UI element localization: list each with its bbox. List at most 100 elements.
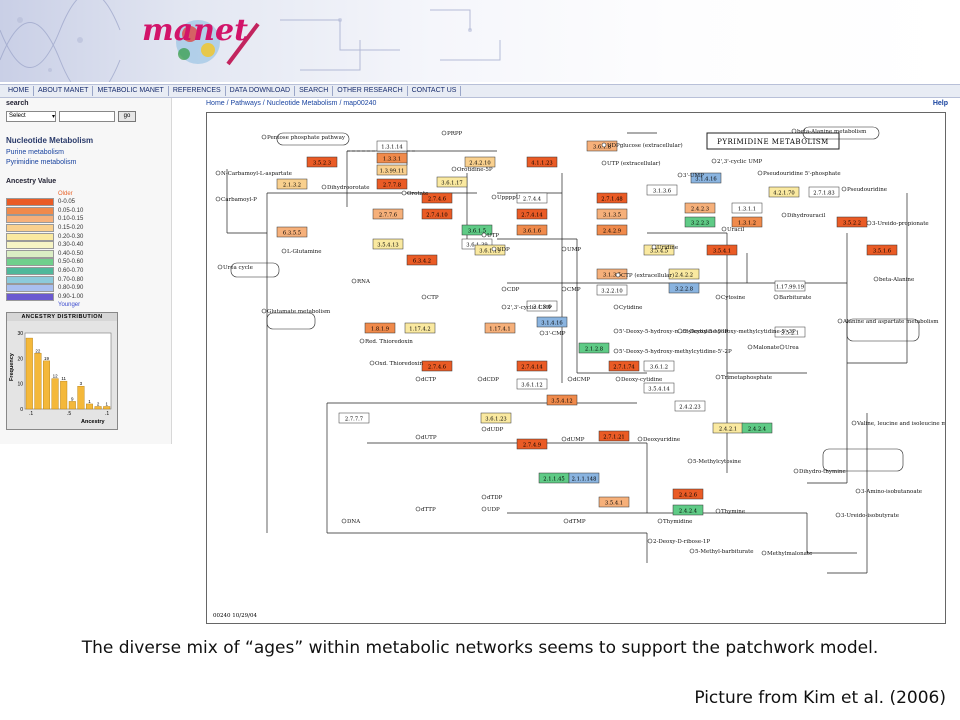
nav-item-references[interactable]: REFERENCES [169, 86, 226, 96]
legend-row: 0.70-0.80 [6, 275, 83, 284]
compound-node [477, 376, 483, 382]
legend-swatch [6, 232, 54, 241]
compound-label: Pseudouridine 5'-phosphate [763, 171, 841, 177]
enzyme-box-rect [643, 244, 675, 256]
compound-label: 3-Ureido-propionate [872, 221, 929, 227]
enzyme-box: 2.7.4.14 [516, 360, 548, 372]
legend-older-label: Older [58, 191, 73, 197]
nav-item-contact-us[interactable]: CONTACT US [408, 86, 462, 96]
legend-swatch [6, 258, 54, 267]
enzyme-box-rect [646, 184, 678, 196]
enzyme-label: 3.6.1.2 [650, 364, 668, 370]
enzyme-box: 2.4.2.4 [741, 422, 773, 434]
compound-node [677, 328, 683, 334]
legend-swatch [6, 241, 54, 250]
nav-item-other-research[interactable]: OTHER RESEARCH [333, 86, 408, 96]
compound-node [261, 134, 267, 140]
go-button[interactable]: go [118, 110, 136, 122]
histogram-bar [43, 360, 51, 410]
sidebar-link-pyrimidine[interactable]: Pyrimidine metabolism [6, 159, 77, 166]
enzyme-label: 2.4.2.6 [679, 492, 697, 498]
enzyme-box: 3.5.4.5 [643, 244, 675, 256]
enzyme-box: 6.3.4.2 [406, 254, 438, 266]
slide-caption: The diverse mix of “ages” within metabol… [81, 638, 879, 658]
enzyme-box-rect [668, 282, 700, 294]
breadcrumb[interactable]: Home / Pathways / Nucleotide Metabolism … [206, 100, 377, 107]
enzyme-box: 2.4.2.1 [712, 422, 744, 434]
enzyme-box-rect [436, 176, 468, 188]
enzyme-box: 3.2.2.10 [596, 284, 628, 296]
enzyme-box-rect [474, 244, 506, 256]
enzyme-box: 3.1.4.16 [536, 316, 568, 328]
compound-node [873, 276, 879, 282]
compound-label: Pentose phosphate pathway [267, 135, 346, 141]
compound-node [601, 160, 607, 166]
manet-logo[interactable]: manet [138, 4, 278, 78]
compound-node [215, 170, 221, 176]
enzyme-label: 3.6.1.19 [479, 248, 500, 254]
legend-row: 0.20-0.30 [6, 232, 83, 241]
enzyme-box: 2.7.4.6 [421, 192, 453, 204]
pathway-lines [226, 132, 908, 574]
nav-item-data-download[interactable]: DATA DOWNLOAD [226, 86, 296, 96]
enzyme-box-rect [372, 238, 404, 250]
histogram-bar-label: 22 [35, 348, 41, 353]
compound-label: UDP [497, 247, 510, 253]
enzyme-box-rect [526, 300, 558, 312]
compound-label: 2-Deoxy-D-ribose-1P [653, 539, 710, 545]
enzyme-box-rect [684, 216, 716, 228]
compound-label: Uracil [727, 227, 744, 233]
compound-node [451, 166, 457, 172]
pyrimidine-pathway-diagram: PYRIMIDINE METABOLISM1.3.1.141.3.3.11.3.… [213, 126, 960, 619]
pathway-oval [802, 126, 880, 140]
help-link[interactable]: Help [932, 100, 948, 107]
histogram-y-tick: 20 [17, 356, 23, 362]
compound-label: DNA [347, 519, 361, 525]
search-input[interactable] [59, 110, 115, 122]
legend-row: 0.60-0.70 [6, 267, 83, 276]
enzyme-box: 2.7.4.14 [516, 208, 548, 220]
enzyme-label: 2.1.1.148 [572, 476, 597, 482]
enzyme-box-rect [536, 316, 568, 328]
compound-label: Thymine [721, 509, 745, 515]
legend-label: 0.40-0.50 [58, 250, 84, 257]
enzyme-label: 6.3.5.5 [283, 230, 301, 236]
nav-item-about-manet[interactable]: ABOUT MANET [34, 86, 94, 96]
compound-label: 5'-Deoxy-5-hydroxy-methylcytidine-5'-3P [683, 329, 796, 335]
pathway-oval [230, 262, 280, 278]
enzyme-label: 3.1.4.16 [541, 320, 562, 326]
compound-label: 3'-CMP [545, 331, 566, 337]
compound-label: dUDP [487, 427, 504, 433]
histogram-bar [68, 401, 76, 410]
enzyme-box: 2.7.1.48 [596, 192, 628, 204]
nav-item-search[interactable]: SEARCH [295, 86, 334, 96]
nav-item-home[interactable]: HOME [4, 86, 34, 96]
enzyme-box: 2.1.1.45 [538, 472, 570, 484]
enzyme-label: 1.17.4.2 [409, 326, 430, 332]
search-select[interactable]: Select▾ [6, 110, 56, 122]
enzyme-box-rect [774, 326, 806, 338]
enzyme-box-rect [376, 164, 408, 176]
compound-node [841, 186, 847, 192]
sidebar: search Select▾ go Nucleotide Metabolism … [0, 98, 172, 444]
enzyme-box: 2.7.4.6 [421, 360, 453, 372]
enzyme-box: 2.7.4.9 [516, 438, 548, 450]
legend-label: 0.50-0.60 [58, 259, 84, 266]
histogram-bar-label: 2 [97, 401, 100, 406]
legend-swatch [6, 215, 54, 224]
compound-label: 5'-Deoxy-5-hydroxy-methylcytidine-5'-2P [619, 349, 732, 355]
compound-node [415, 434, 421, 440]
compound-node [761, 550, 767, 556]
enzyme-label: 1.3.3.1 [383, 156, 401, 162]
enzyme-box-rect [598, 496, 630, 508]
sidebar-link-purine[interactable]: Purine metabolism [6, 149, 64, 156]
compound-label: dTTP [421, 507, 436, 513]
enzyme-label: 2.1.2.8 [585, 346, 603, 352]
compound-node [687, 458, 693, 464]
enzyme-box-rect [480, 412, 512, 424]
nav-item-metabolic-manet[interactable]: METABOLIC MANET [93, 86, 169, 96]
search-select-value: Select [9, 113, 26, 119]
enzyme-box: 2.4.2.6 [672, 488, 704, 500]
enzyme-box: 2.7.1.21 [598, 430, 630, 442]
